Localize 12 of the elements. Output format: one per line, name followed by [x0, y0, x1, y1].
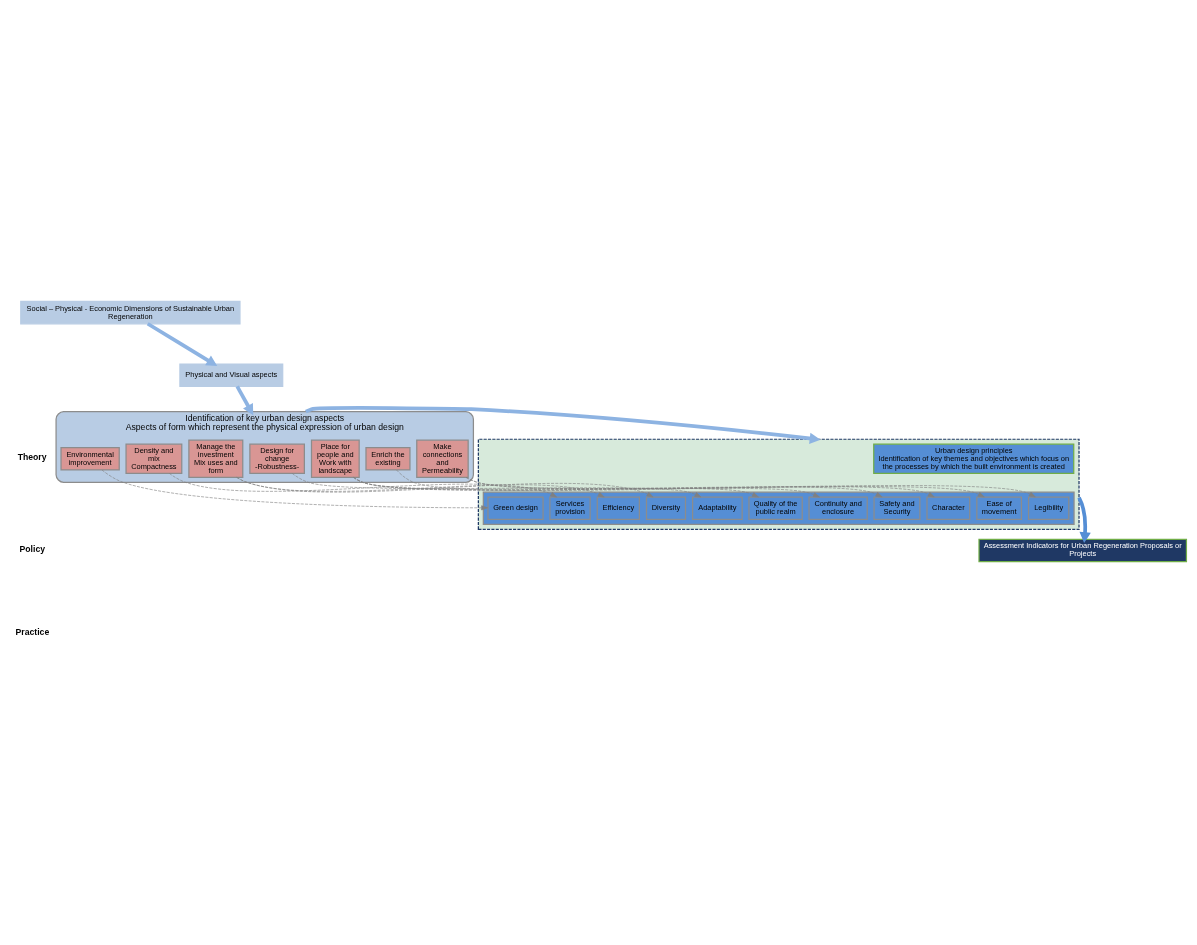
arrow: [1077, 496, 1091, 543]
arrow: [305, 405, 821, 444]
arrow: [291, 472, 702, 497]
label: Practice: [15, 626, 50, 637]
arrow: [396, 469, 935, 497]
cluster: [477, 438, 1080, 530]
arrow: [146, 321, 218, 366]
arrow: [101, 469, 489, 510]
label: Theory: [17, 451, 47, 462]
label: Policy: [19, 543, 46, 554]
arrow: [168, 472, 558, 497]
arrow: [235, 384, 254, 415]
